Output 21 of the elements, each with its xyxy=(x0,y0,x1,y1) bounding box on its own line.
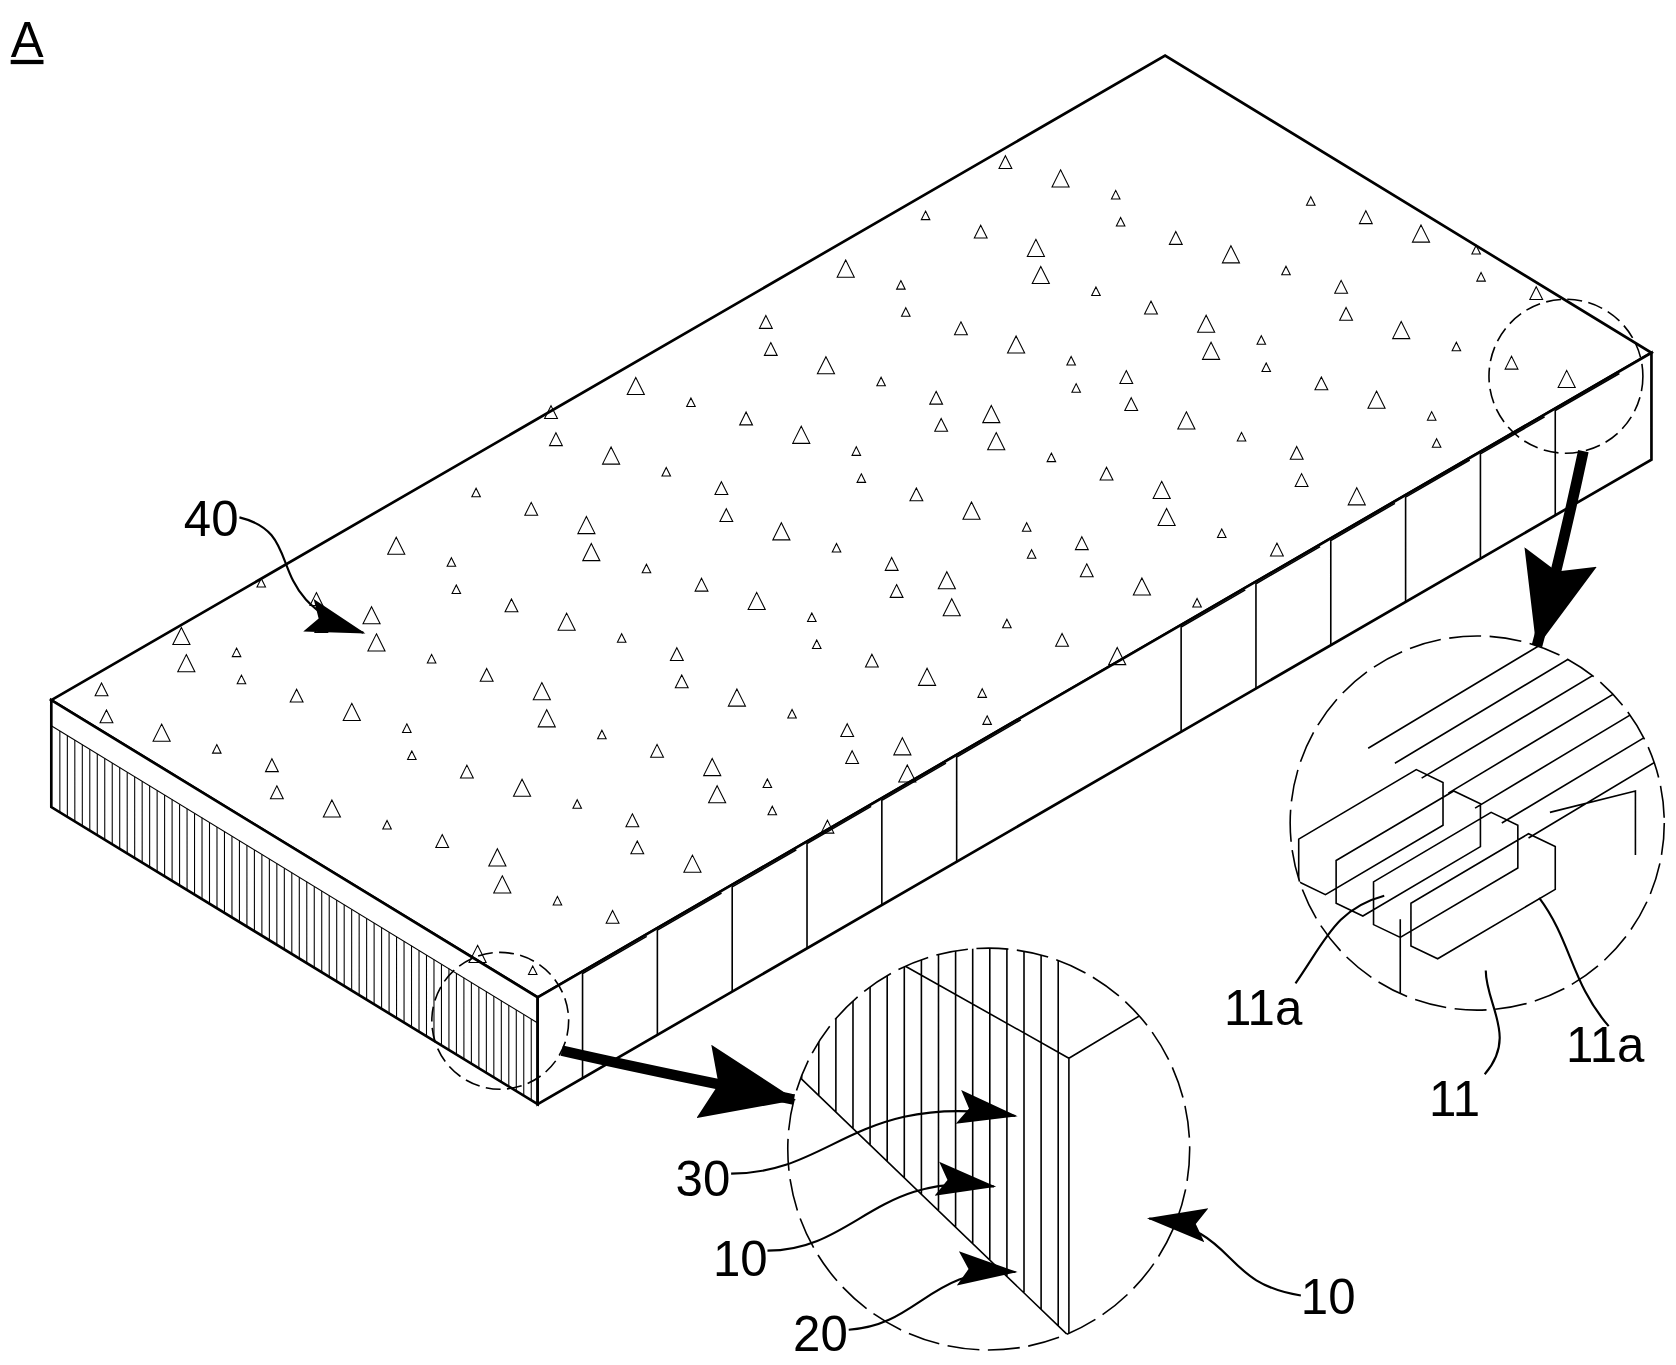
leader-line xyxy=(1538,897,1610,1027)
arrow xyxy=(560,1044,797,1119)
leader-line xyxy=(1294,894,1385,984)
leader-arrow xyxy=(1146,1211,1302,1297)
callout-number: 10 xyxy=(712,1234,768,1284)
arrow xyxy=(1524,450,1597,648)
enlarged-detail-drawing xyxy=(787,947,1191,1351)
callout-number: 10 xyxy=(1300,1272,1356,1322)
callout-number: 20 xyxy=(793,1309,848,1359)
figure-label: A xyxy=(10,14,44,65)
callout-number: 11a xyxy=(1565,1020,1645,1070)
callout-number: 11a xyxy=(1223,983,1303,1033)
leader-line xyxy=(1483,970,1501,1075)
callout-number: 40 xyxy=(183,493,239,543)
callout-number: 11 xyxy=(1429,1074,1481,1124)
callout-number: 30 xyxy=(675,1154,731,1204)
detail-circle xyxy=(431,951,570,1090)
leader-arrow xyxy=(848,1254,1018,1331)
leader-arrow xyxy=(731,1092,1018,1175)
leader-arrow xyxy=(239,516,366,634)
detail-circle xyxy=(1488,298,1644,454)
